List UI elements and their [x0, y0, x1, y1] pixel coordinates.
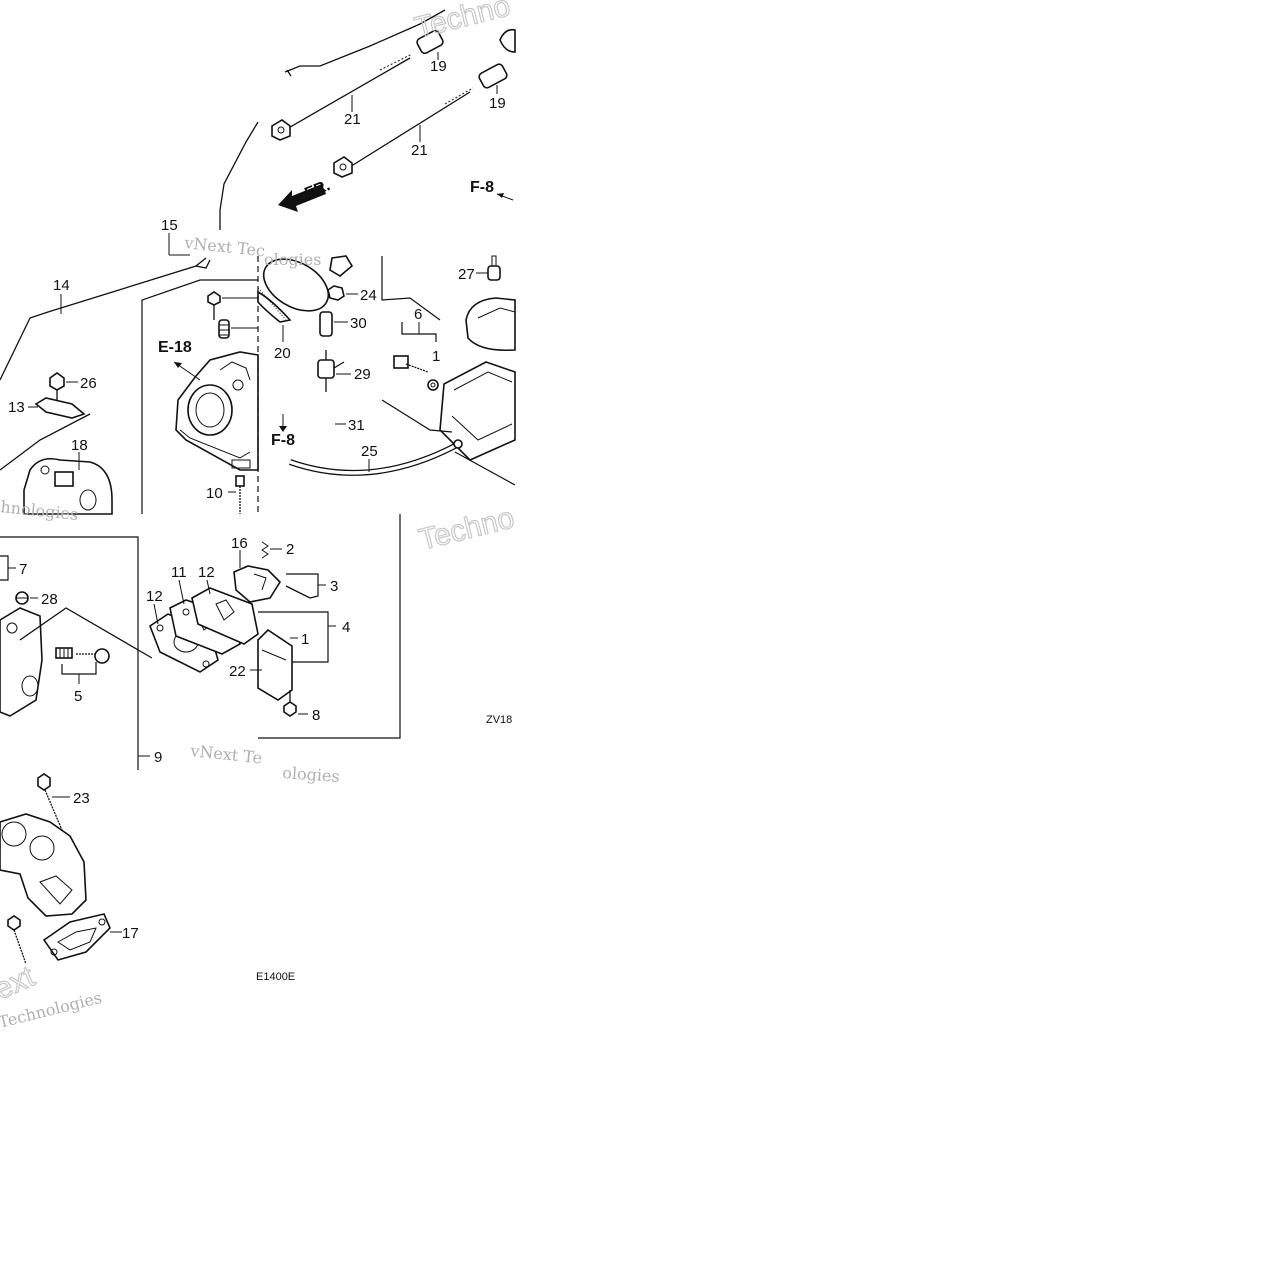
- callout-26: 26: [80, 375, 97, 392]
- callout-19-upper: 19: [430, 58, 447, 75]
- sleeve-part: [416, 29, 444, 55]
- sleeve-part: [478, 63, 508, 89]
- callout-6: 6: [414, 306, 422, 323]
- bolt-head-icon: [7, 915, 21, 931]
- callout-17: 17: [122, 925, 139, 942]
- choke-section: [233, 514, 401, 739]
- callout-28: 28: [41, 591, 58, 608]
- float-bowl-section: [381, 255, 516, 486]
- callout-12-right: 12: [198, 564, 215, 581]
- fuel-line-section: [257, 255, 457, 514]
- callout-21-lower: 21: [411, 142, 428, 159]
- callout-16: 16: [231, 535, 248, 552]
- callout-7: 7: [19, 561, 27, 578]
- callout-21-upper: 21: [344, 111, 361, 128]
- callout-12-left: 12: [146, 588, 163, 605]
- front-label: FR.: [302, 177, 332, 202]
- screw-head-icon: [207, 291, 221, 306]
- watermark-7: Techno: [416, 501, 518, 556]
- manifold-section: [0, 773, 122, 965]
- watermark-4: vNext Te: [189, 741, 264, 768]
- watermark-5: ologies: [282, 763, 341, 786]
- hex-nut-icon: [333, 156, 353, 178]
- callout-31: 31: [348, 417, 365, 434]
- callout-19-lower: 19: [489, 95, 506, 112]
- callout-1-upper: 1: [432, 348, 440, 365]
- carburetor-section: [173, 291, 259, 514]
- callout-13: 13: [8, 399, 25, 416]
- ref-e18: E-18: [158, 339, 192, 356]
- throttle-rod-section: [0, 121, 259, 514]
- callout-2: 2: [286, 541, 294, 558]
- bracket-part: [34, 397, 86, 419]
- front-arrow-icon: [278, 184, 326, 212]
- watermark-3: ologies: [264, 250, 321, 269]
- watermark-8: ext: [0, 960, 40, 1007]
- callout-1-lower: 1: [301, 631, 309, 648]
- callout-27: 27: [458, 266, 475, 283]
- nut-icon: [327, 285, 345, 301]
- callout-10: 10: [206, 485, 223, 502]
- callout-29: 29: [354, 366, 371, 383]
- callout-3: 3: [330, 578, 338, 595]
- watermark-1: vNext Tec: [183, 233, 266, 260]
- float-chamber: [465, 297, 516, 352]
- callout-11: 11: [171, 564, 187, 581]
- bolt-head-icon: [49, 372, 65, 391]
- callout-23: 23: [73, 790, 90, 807]
- callout-14: 14: [53, 277, 70, 294]
- ref-f8-top: F-8: [470, 179, 494, 196]
- hex-nut-icon: [271, 119, 291, 141]
- ref-f8-mid: F-8: [271, 432, 295, 449]
- diagram-code-zv: ZV18: [486, 714, 512, 726]
- intake-manifold: [0, 813, 87, 917]
- callout-8: 8: [312, 707, 320, 724]
- callout-5: 5: [74, 688, 82, 705]
- callout-30: 30: [350, 315, 367, 332]
- callout-25: 25: [361, 443, 378, 460]
- watermark-6: Techno: [412, 0, 514, 45]
- lower-carb-section: [0, 536, 153, 770]
- bolt-head-icon: [283, 701, 297, 717]
- callout-18: 18: [71, 437, 88, 454]
- rods-section: [271, 9, 516, 212]
- callout-22: 22: [229, 663, 246, 680]
- callout-24: 24: [360, 287, 377, 304]
- callout-4: 4: [342, 619, 350, 636]
- callout-20: 20: [274, 345, 291, 362]
- bolt-head-icon: [37, 773, 51, 791]
- throttle-bracket-section: [0, 372, 113, 515]
- callout-15: 15: [161, 217, 178, 234]
- callout-9: 9: [154, 749, 162, 766]
- insulator-section: [149, 579, 259, 673]
- diagram-code-e1400: E1400E: [256, 971, 295, 983]
